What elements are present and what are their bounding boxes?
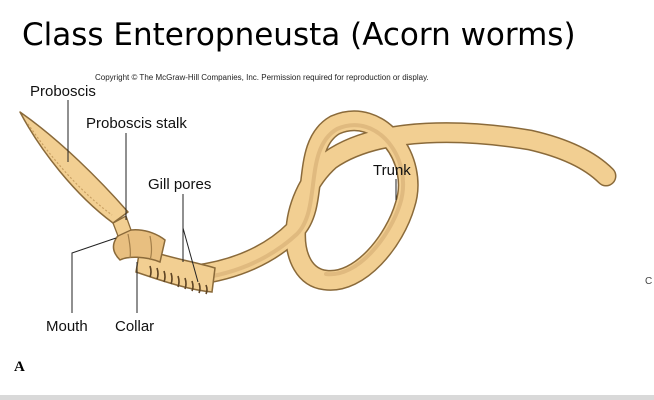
collar [112, 229, 166, 264]
leader-lines [67, 100, 397, 313]
collar-ridge [127, 233, 131, 259]
gill-pore-row [149, 265, 208, 295]
proboscis-shading [27, 123, 113, 216]
bottom-bar [0, 395, 654, 400]
label-trunk: Trunk [373, 162, 411, 179]
side-letter: C [645, 276, 653, 287]
trunk-body [186, 111, 615, 290]
leader-mouth [71, 237, 117, 313]
proboscis [19, 111, 129, 224]
label-proboscis-stalk: Proboscis stalk [86, 115, 187, 132]
label-collar: Collar [115, 318, 154, 335]
proboscis-stalk [112, 215, 132, 237]
trunk-shading [193, 123, 406, 281]
label-proboscis: Proboscis [30, 83, 96, 100]
slide-title: Class Enteropneusta (Acorn worms) [22, 17, 576, 53]
label-mouth: Mouth [46, 318, 88, 335]
figure-letter: A [14, 359, 25, 375]
label-gill-pores: Gill pores [148, 176, 211, 193]
copyright-notice: Copyright © The McGraw-Hill Companies, I… [95, 73, 429, 82]
collar-ridge [149, 235, 153, 261]
leader-gill-pores-2 [182, 227, 199, 283]
